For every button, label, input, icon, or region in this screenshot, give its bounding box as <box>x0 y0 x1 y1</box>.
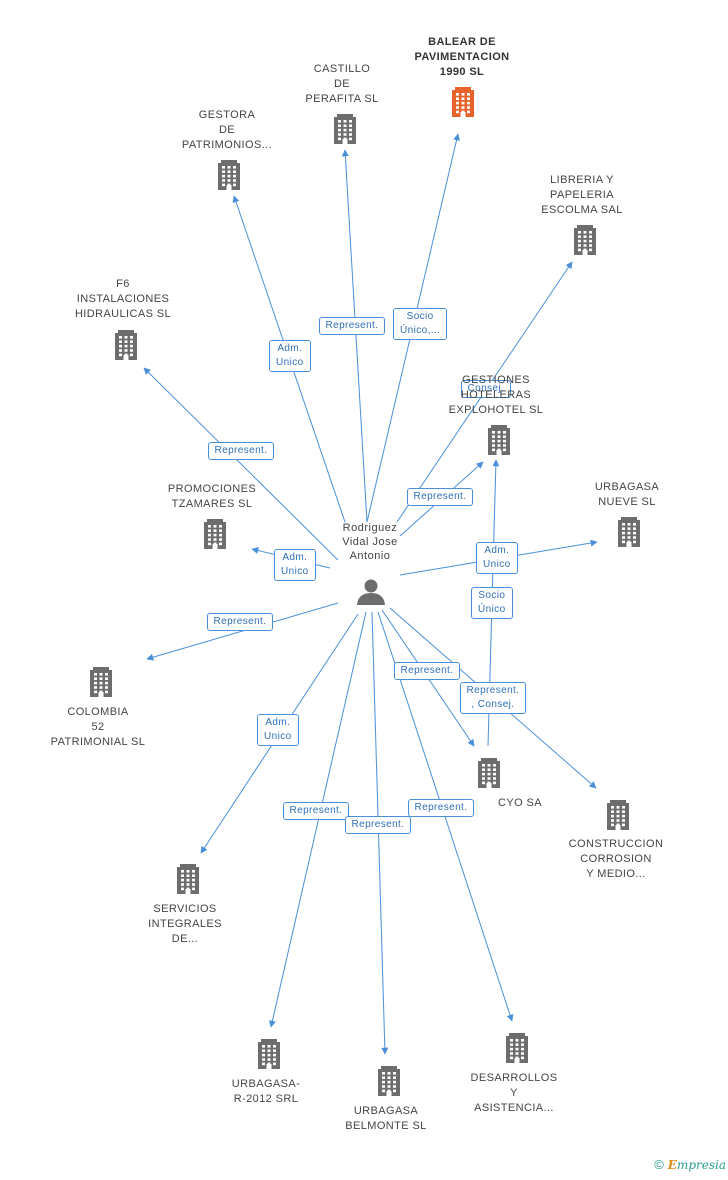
node-label-libreria[interactable]: LIBRERIA Y PAPELERIA ESCOLMA SAL <box>541 174 623 216</box>
edge-label-gestora[interactable]: Adm. Unico <box>269 340 311 372</box>
building-icon[interactable] <box>378 1066 400 1096</box>
brand-name: mpresia <box>676 1158 726 1172</box>
node-label-urbagasa-nueve[interactable]: URBAGASA NUEVE SL <box>594 481 660 508</box>
node-label-urbagasa-belmonte[interactable]: URBAGASA BELMONTE SL <box>345 1105 427 1132</box>
node-label-gestiones[interactable]: GESTIONES HOTELERAS EXPLOHOTEL SL <box>448 374 544 416</box>
building-icon[interactable] <box>204 519 226 549</box>
edge-label-f6[interactable]: Represent. <box>207 442 275 460</box>
copyright-symbol: © <box>654 1157 664 1172</box>
building-icon[interactable] <box>618 517 640 547</box>
building-icon[interactable] <box>488 425 510 455</box>
node-label-colombia[interactable]: COLOMBIA 52 PATRIMONIAL SL <box>50 706 146 748</box>
building-icon[interactable] <box>452 87 474 117</box>
building-icon[interactable] <box>607 800 629 830</box>
building-icon[interactable] <box>115 330 137 360</box>
node-label-castillo[interactable]: CASTILLO DE PERAFITA SL <box>305 63 379 105</box>
node-label-f6[interactable]: F6 INSTALACIONES HIDRAULICAS SL <box>74 278 172 320</box>
node-label-desarrollos[interactable]: DESARROLLOS Y ASISTENCIA... <box>470 1072 558 1114</box>
edge-label-cyo-gestiones[interactable]: Socio Único <box>471 587 513 619</box>
building-icon[interactable] <box>574 225 596 255</box>
node-label-construccion[interactable]: CONSTRUCCION CORROSION Y MEDIO... <box>568 838 664 880</box>
node-label-gestora[interactable]: GESTORA DE PATRIMONIOS... <box>181 109 273 151</box>
edge-label-desarrollos[interactable]: Represent. <box>407 799 475 817</box>
building-icon[interactable] <box>334 114 356 144</box>
building-icon[interactable] <box>506 1033 528 1063</box>
edge-label-servicios[interactable]: Adm. Unico <box>257 714 299 746</box>
edge-label-castillo[interactable]: Represent. <box>318 317 386 335</box>
brand-initial: E <box>667 1158 677 1172</box>
edge-label-urbagasa-belmonte[interactable]: Represent. <box>344 816 412 834</box>
edge-label-urbagasa-r[interactable]: Represent. <box>282 802 350 820</box>
building-icon[interactable] <box>258 1039 280 1069</box>
building-icon[interactable] <box>90 667 112 697</box>
building-icon[interactable] <box>177 864 199 894</box>
edge-label-libreria[interactable]: Consej. <box>460 380 512 398</box>
edge-label-gestiones[interactable]: Represent. <box>406 488 474 506</box>
edge-label-urbagasa-nueve[interactable]: Adm. Unico <box>476 542 518 574</box>
node-label-servicios[interactable]: SERVICIOS INTEGRALES DE... <box>148 903 222 945</box>
edge-label-cyo[interactable]: Represent. <box>393 662 461 680</box>
person-icon[interactable] <box>357 579 385 606</box>
brand-logo: Empresia <box>668 1158 726 1172</box>
building-icon[interactable] <box>218 160 240 190</box>
edge-label-colombia[interactable]: Represent. <box>206 613 274 631</box>
footer-brand: ©Empresia <box>654 1157 726 1172</box>
node-label-promociones[interactable]: PROMOCIONES TZAMARES SL <box>167 483 257 510</box>
edge-line-castillo <box>341 149 368 523</box>
center-person-label[interactable]: Rodriguez Vidal Jose Antonio <box>342 522 398 562</box>
icons-layer <box>90 87 640 1096</box>
edge-label-balear[interactable]: Socio Único,... <box>393 308 448 340</box>
edge-label-construccion[interactable]: Represent. , Consej. <box>459 682 527 714</box>
node-label-cyo[interactable]: CYO SA <box>498 797 542 809</box>
edge-label-promociones[interactable]: Adm. Unico <box>274 549 316 581</box>
building-icon[interactable] <box>478 758 500 788</box>
node-label-urbagasa-r[interactable]: URBAGASA- R-2012 SRL <box>231 1078 301 1105</box>
edge-line-f6 <box>143 367 339 561</box>
node-label-balear[interactable]: BALEAR DE PAVIMENTACION 1990 SL <box>414 36 510 78</box>
edge-line-colombia <box>146 602 339 661</box>
